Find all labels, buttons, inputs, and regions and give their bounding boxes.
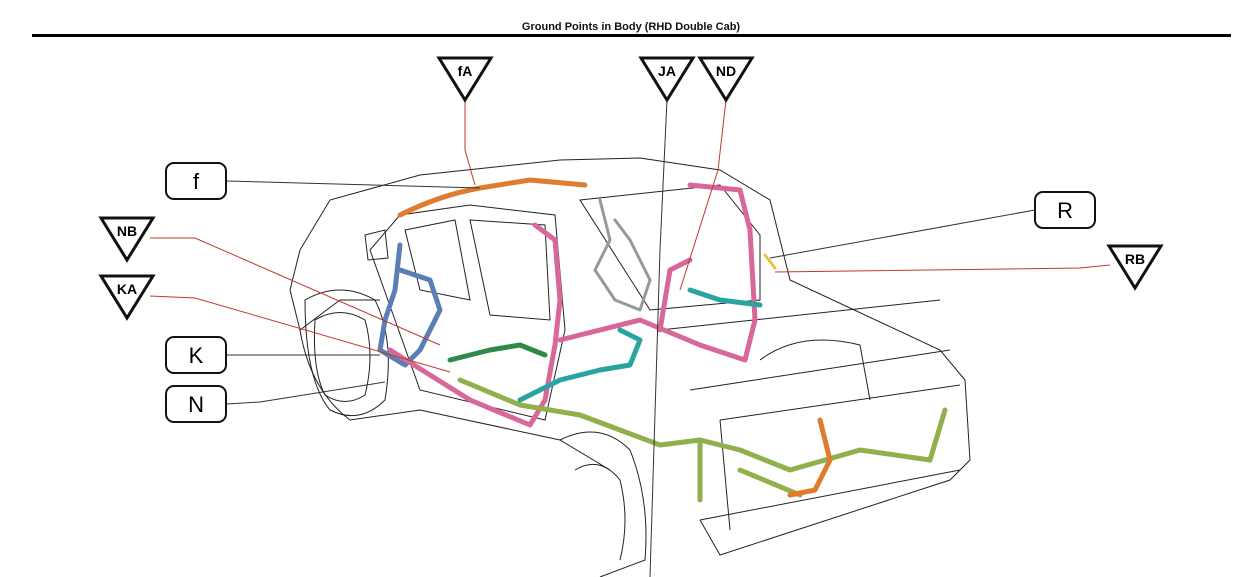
svg-text:KA: KA — [117, 281, 137, 297]
triangle-marker-RB: RB — [1106, 244, 1164, 291]
harness-pink-floor — [557, 182, 758, 363]
harness-yellow — [763, 253, 777, 270]
harness-dkgreen — [447, 342, 548, 363]
harness-pink-rear — [657, 257, 693, 333]
triangle-marker-JA: JA — [638, 56, 696, 103]
box-marker-N: N — [165, 385, 227, 423]
harness-blue-door — [377, 242, 443, 368]
harness-teal — [517, 287, 763, 403]
svg-text:NB: NB — [117, 223, 137, 239]
leader-lines — [149, 99, 1111, 577]
harness-orange-roof — [397, 177, 588, 218]
box-marker-f: f — [165, 162, 227, 200]
title-rule — [32, 34, 1231, 37]
harness-orange-rear — [787, 417, 833, 498]
svg-text:RB: RB — [1125, 251, 1145, 267]
svg-text:JA: JA — [658, 63, 676, 79]
box-marker-R: R — [1034, 191, 1096, 229]
svg-text:N: N — [188, 392, 204, 417]
triangle-marker-NB: NB — [98, 216, 156, 263]
truck-outline — [289, 157, 971, 577]
harness-green-frame — [457, 377, 948, 503]
triangle-marker-fA: fA — [436, 56, 494, 103]
box-marker-K: K — [165, 336, 227, 374]
svg-text:K: K — [189, 343, 204, 368]
wire-harnesses — [377, 177, 948, 503]
triangle-marker-KA: KA — [98, 274, 156, 321]
page-title: Ground Points in Body (RHD Double Cab) — [521, 21, 741, 33]
svg-text:ND: ND — [716, 63, 736, 79]
harness-gray-dash — [593, 198, 652, 312]
harness-pink-main — [387, 222, 563, 428]
triangle-marker-ND: ND — [697, 56, 755, 103]
svg-text:f: f — [193, 169, 200, 194]
svg-text:fA: fA — [458, 63, 473, 79]
svg-text:R: R — [1057, 198, 1073, 223]
